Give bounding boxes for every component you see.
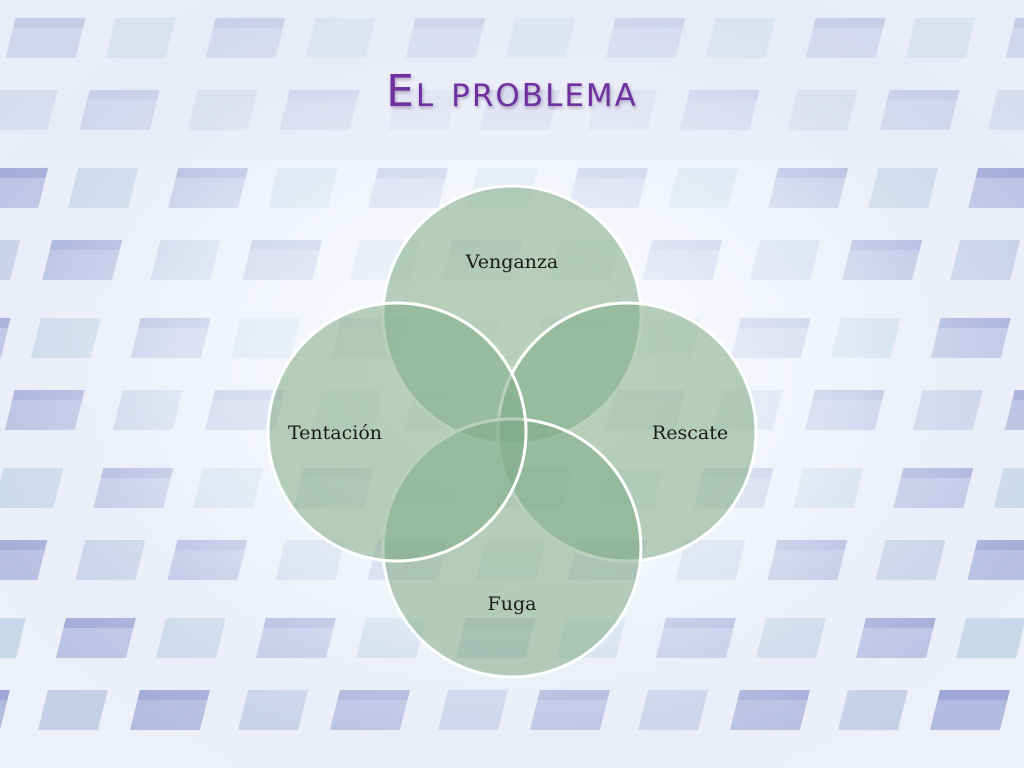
circle-tentacion <box>266 301 528 563</box>
label-tentacion: Tentación <box>288 422 382 444</box>
label-venganza: Venganza <box>465 251 559 273</box>
label-fuga: Fuga <box>488 593 537 615</box>
label-rescate: Rescate <box>652 422 728 444</box>
slide-title: El problema <box>386 66 638 117</box>
